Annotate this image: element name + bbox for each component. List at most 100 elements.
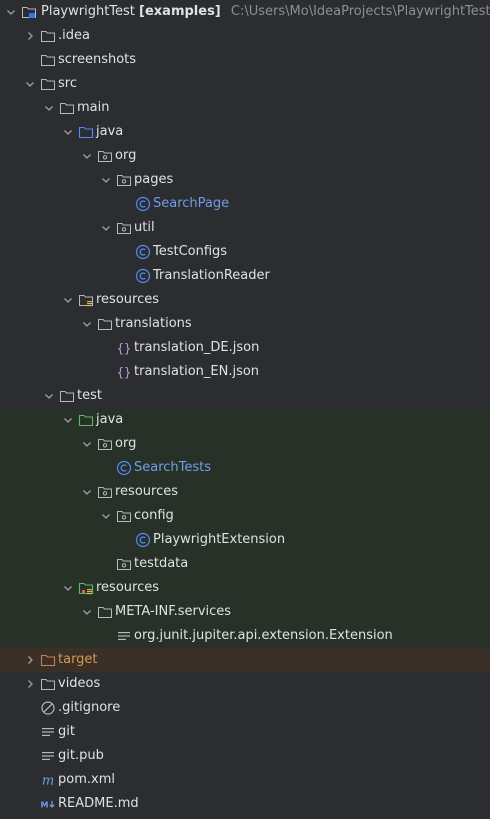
folder-icon xyxy=(59,100,75,116)
chevron-down-icon[interactable] xyxy=(61,288,75,312)
ignore-file-icon xyxy=(40,700,56,716)
tree-item-git[interactable]: git xyxy=(0,720,490,744)
chevron-right-icon[interactable] xyxy=(23,648,37,672)
package-icon xyxy=(116,172,132,188)
tree-item-screenshots[interactable]: screenshots xyxy=(0,48,490,72)
package-icon xyxy=(97,148,113,164)
chevron-down-icon[interactable] xyxy=(80,432,94,456)
svg-text:{}: {} xyxy=(117,342,131,356)
tree-item-translationreader[interactable]: TranslationReader xyxy=(0,264,490,288)
tree-item-translations[interactable]: translations xyxy=(0,312,490,336)
chevron-down-icon[interactable] xyxy=(42,384,56,408)
tree-item-label: target xyxy=(58,652,98,667)
tree-item-target[interactable]: target xyxy=(0,648,490,672)
tree-item-extension-file[interactable]: org.junit.jupiter.api.extension.Extensio… xyxy=(0,624,490,648)
tree-item-project-root[interactable]: PlaywrightTest [examples] C:\Users\Mo\Id… xyxy=(0,0,490,24)
chevron-down-icon[interactable] xyxy=(80,600,94,624)
resources-root-folder-icon xyxy=(78,292,94,308)
test-resources-root-folder-icon xyxy=(78,580,94,596)
tree-item-test-org[interactable]: org xyxy=(0,432,490,456)
svg-text:m: m xyxy=(42,774,54,789)
folder-icon xyxy=(40,76,56,92)
folder-icon xyxy=(97,316,113,332)
tree-item-label: TranslationReader xyxy=(153,268,270,283)
chevron-down-icon[interactable] xyxy=(61,408,75,432)
tree-item-searchtests[interactable]: SearchTests xyxy=(0,456,490,480)
tree-item-org[interactable]: org xyxy=(0,144,490,168)
class-icon xyxy=(135,196,151,212)
tree-item-label: SearchTests xyxy=(134,460,212,475)
tree-item-label: resources xyxy=(115,484,179,499)
tree-item-label: testdata xyxy=(134,556,189,571)
package-icon xyxy=(97,436,113,452)
tree-item-testconfigs[interactable]: TestConfigs xyxy=(0,240,490,264)
chevron-down-icon[interactable] xyxy=(99,168,113,192)
tree-item-meta-inf-services[interactable]: META-INF.services xyxy=(0,600,490,624)
chevron-right-icon[interactable] xyxy=(23,24,37,48)
tree-item-testdata[interactable]: testdata xyxy=(0,552,490,576)
chevron-down-icon[interactable] xyxy=(42,96,56,120)
tree-item-label: screenshots xyxy=(58,52,137,67)
tree-item-config[interactable]: config xyxy=(0,504,490,528)
tree-item-idea[interactable]: .idea xyxy=(0,24,490,48)
tree-item-label: SearchPage xyxy=(153,196,230,211)
tree-item-label: translation_EN.json xyxy=(134,364,260,379)
tree-item-translation-de[interactable]: {}translation_DE.json xyxy=(0,336,490,360)
folder-icon xyxy=(40,676,56,692)
tree-item-pages[interactable]: pages xyxy=(0,168,490,192)
svg-text:M: M xyxy=(41,801,49,810)
class-icon xyxy=(116,460,132,476)
tree-item-git-pub[interactable]: git.pub xyxy=(0,744,490,768)
text-file-icon xyxy=(40,748,56,764)
tree-item-label: test xyxy=(77,388,102,403)
chevron-down-icon[interactable] xyxy=(80,144,94,168)
tree-item-label: translations xyxy=(115,316,192,331)
tree-item-label: java xyxy=(96,412,124,427)
chevron-right-icon[interactable] xyxy=(23,672,37,696)
tree-item-test-java[interactable]: java xyxy=(0,408,490,432)
chevron-down-icon[interactable] xyxy=(99,504,113,528)
text-file-icon xyxy=(116,628,132,644)
chevron-down-icon[interactable] xyxy=(61,120,75,144)
tree-item-label: pages xyxy=(134,172,174,187)
folder-icon xyxy=(97,604,113,620)
chevron-down-icon[interactable] xyxy=(23,72,37,96)
module-name: [examples] xyxy=(139,4,221,19)
tree-item-src[interactable]: src xyxy=(0,72,490,96)
svg-text:{}: {} xyxy=(117,366,131,380)
package-icon xyxy=(97,484,113,500)
tree-item-label: main xyxy=(77,100,110,115)
source-root-folder-icon xyxy=(78,124,94,140)
tree-item-searchpage[interactable]: SearchPage xyxy=(0,192,490,216)
tree-item-test-pkg-resources[interactable]: resources xyxy=(0,480,490,504)
chevron-down-icon[interactable] xyxy=(99,216,113,240)
tree-item-label: resources xyxy=(96,580,160,595)
tree-item-main-java[interactable]: java xyxy=(0,120,490,144)
chevron-down-icon[interactable] xyxy=(80,480,94,504)
tree-item-test-resources[interactable]: resources xyxy=(0,576,490,600)
tree-item-gitignore[interactable]: .gitignore xyxy=(0,696,490,720)
project-path: C:\Users\Mo\IdeaProjects\PlaywrightTest xyxy=(230,4,490,19)
tree-item-readme[interactable]: M README.md xyxy=(0,792,490,816)
tree-item-main-resources[interactable]: resources xyxy=(0,288,490,312)
tree-item-test[interactable]: test xyxy=(0,384,490,408)
chevron-down-icon[interactable] xyxy=(61,576,75,600)
json-icon: {} xyxy=(116,364,132,380)
tree-item-label: README.md xyxy=(58,796,139,811)
project-name: PlaywrightTest xyxy=(41,4,135,19)
tree-item-label: org.junit.jupiter.api.extension.Extensio… xyxy=(134,628,393,643)
package-icon xyxy=(116,556,132,572)
tree-item-label: org xyxy=(115,148,137,163)
tree-item-label: videos xyxy=(58,676,101,691)
chevron-down-icon[interactable] xyxy=(4,0,18,24)
tree-item-util[interactable]: util xyxy=(0,216,490,240)
class-icon xyxy=(135,532,151,548)
tree-item-videos[interactable]: videos xyxy=(0,672,490,696)
tree-item-translation-en[interactable]: {}translation_EN.json xyxy=(0,360,490,384)
tree-item-main[interactable]: main xyxy=(0,96,490,120)
tree-item-playwrightextension[interactable]: PlaywrightExtension xyxy=(0,528,490,552)
tree-item-label: git xyxy=(58,724,75,739)
text-file-icon xyxy=(40,724,56,740)
chevron-down-icon[interactable] xyxy=(80,312,94,336)
